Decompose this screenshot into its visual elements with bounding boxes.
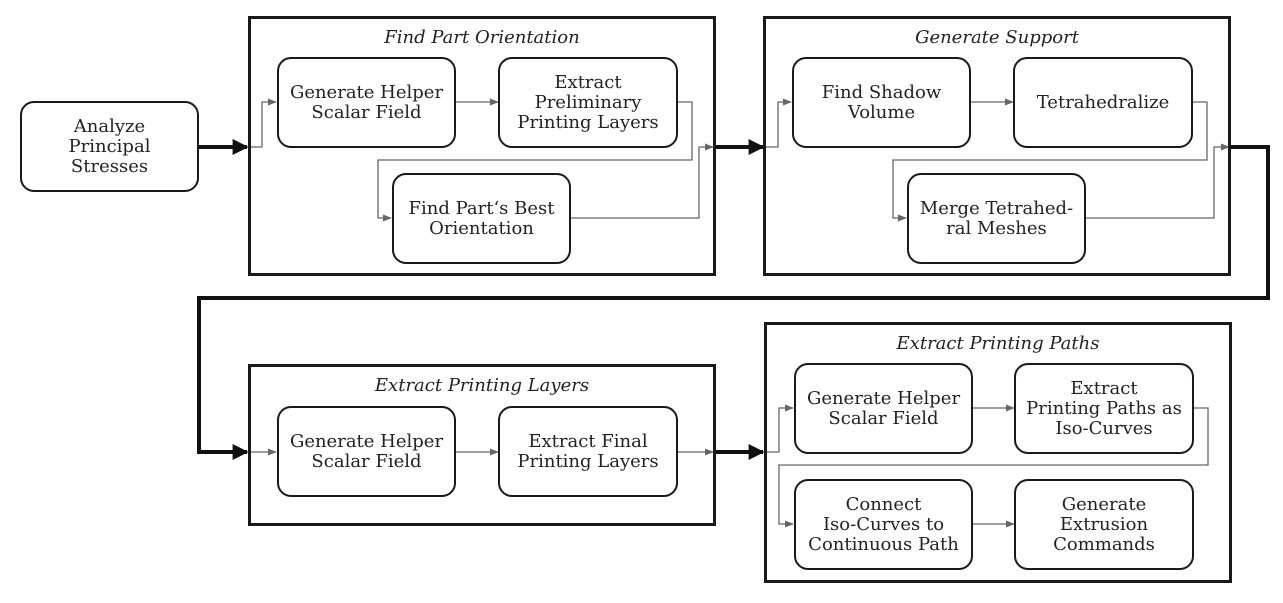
ep-generate-extrusion-commands-node: Generate Extrusion Commands (1014, 479, 1194, 570)
gs-merge-meshes-node: Merge Tetrahed- ral Meshes (907, 173, 1086, 264)
wire-gs-exit (1086, 143, 1230, 219)
gs-find-shadow-volume-node: Find Shadow Volume (792, 57, 971, 148)
node-label: Tetrahedralize (1036, 91, 1170, 113)
wire-ep-2-3 (778, 407, 1209, 528)
group-title: Find Part Orientation (384, 27, 580, 48)
gs-tetrahedralize-node: Tetrahedralize (1013, 57, 1193, 148)
fo-generate-helper-scalar-field-node: Generate Helper Scalar Field (277, 57, 456, 148)
node-label: Generate Helper Scalar Field (289, 81, 444, 123)
node-label: Merge Tetrahed- ral Meshes (919, 197, 1074, 239)
el-generate-helper-scalar-field-node: Generate Helper Scalar Field (277, 406, 456, 497)
ep-extract-paths-iso-curves-node: Extract Printing Paths as Iso-Curves (1014, 363, 1194, 454)
node-label: Connect Iso-Curves to Continuous Path (808, 493, 959, 555)
wire-gs-entry (766, 98, 792, 148)
node-label: Find Shadow Volume (821, 81, 942, 123)
wire-fo-2-3 (377, 101, 693, 222)
flow-support-to-layers (197, 145, 1270, 460)
group-title: Extract Printing Layers (374, 375, 590, 396)
node-label: Find Part‘s Best Orientation (408, 197, 555, 239)
group-title: Extract Printing Paths (896, 333, 1100, 354)
ep-connect-iso-curves-node: Connect Iso-Curves to Continuous Path (794, 479, 973, 570)
node-label: Generate Helper Scalar Field (806, 387, 961, 429)
el-extract-final-layers-node: Extract Final Printing Layers (498, 406, 678, 497)
group-find-part-orientation: Find Part Orientation (248, 16, 716, 276)
node-label: Generate Helper Scalar Field (289, 430, 444, 472)
wire-fo-entry (250, 98, 277, 148)
group-extract-printing-paths: Extract Printing Paths (764, 322, 1232, 583)
node-label: Extract Final Printing Layers (517, 430, 659, 472)
group-title: Generate Support (915, 27, 1079, 48)
ep-generate-helper-scalar-field-node: Generate Helper Scalar Field (794, 363, 973, 454)
wire-gs-2-3 (892, 101, 1208, 222)
wire-ep-entry (766, 404, 794, 453)
node-label: Generate Extrusion Commands (1053, 493, 1155, 555)
node-label: Analyze Principal Stresses (68, 115, 151, 177)
fo-extract-preliminary-layers-node: Extract Preliminary Printing Layers (498, 57, 678, 148)
wire-fo-exit (571, 143, 714, 219)
fo-find-best-orientation-node: Find Part‘s Best Orientation (392, 173, 571, 264)
analyze-principal-stresses-node: Analyze Principal Stresses (20, 101, 199, 192)
group-extract-printing-layers: Extract Printing Layers (248, 364, 716, 526)
node-label: Extract Preliminary Printing Layers (517, 71, 659, 133)
group-generate-support: Generate Support (763, 16, 1231, 276)
node-label: Extract Printing Paths as Iso-Curves (1026, 377, 1182, 439)
